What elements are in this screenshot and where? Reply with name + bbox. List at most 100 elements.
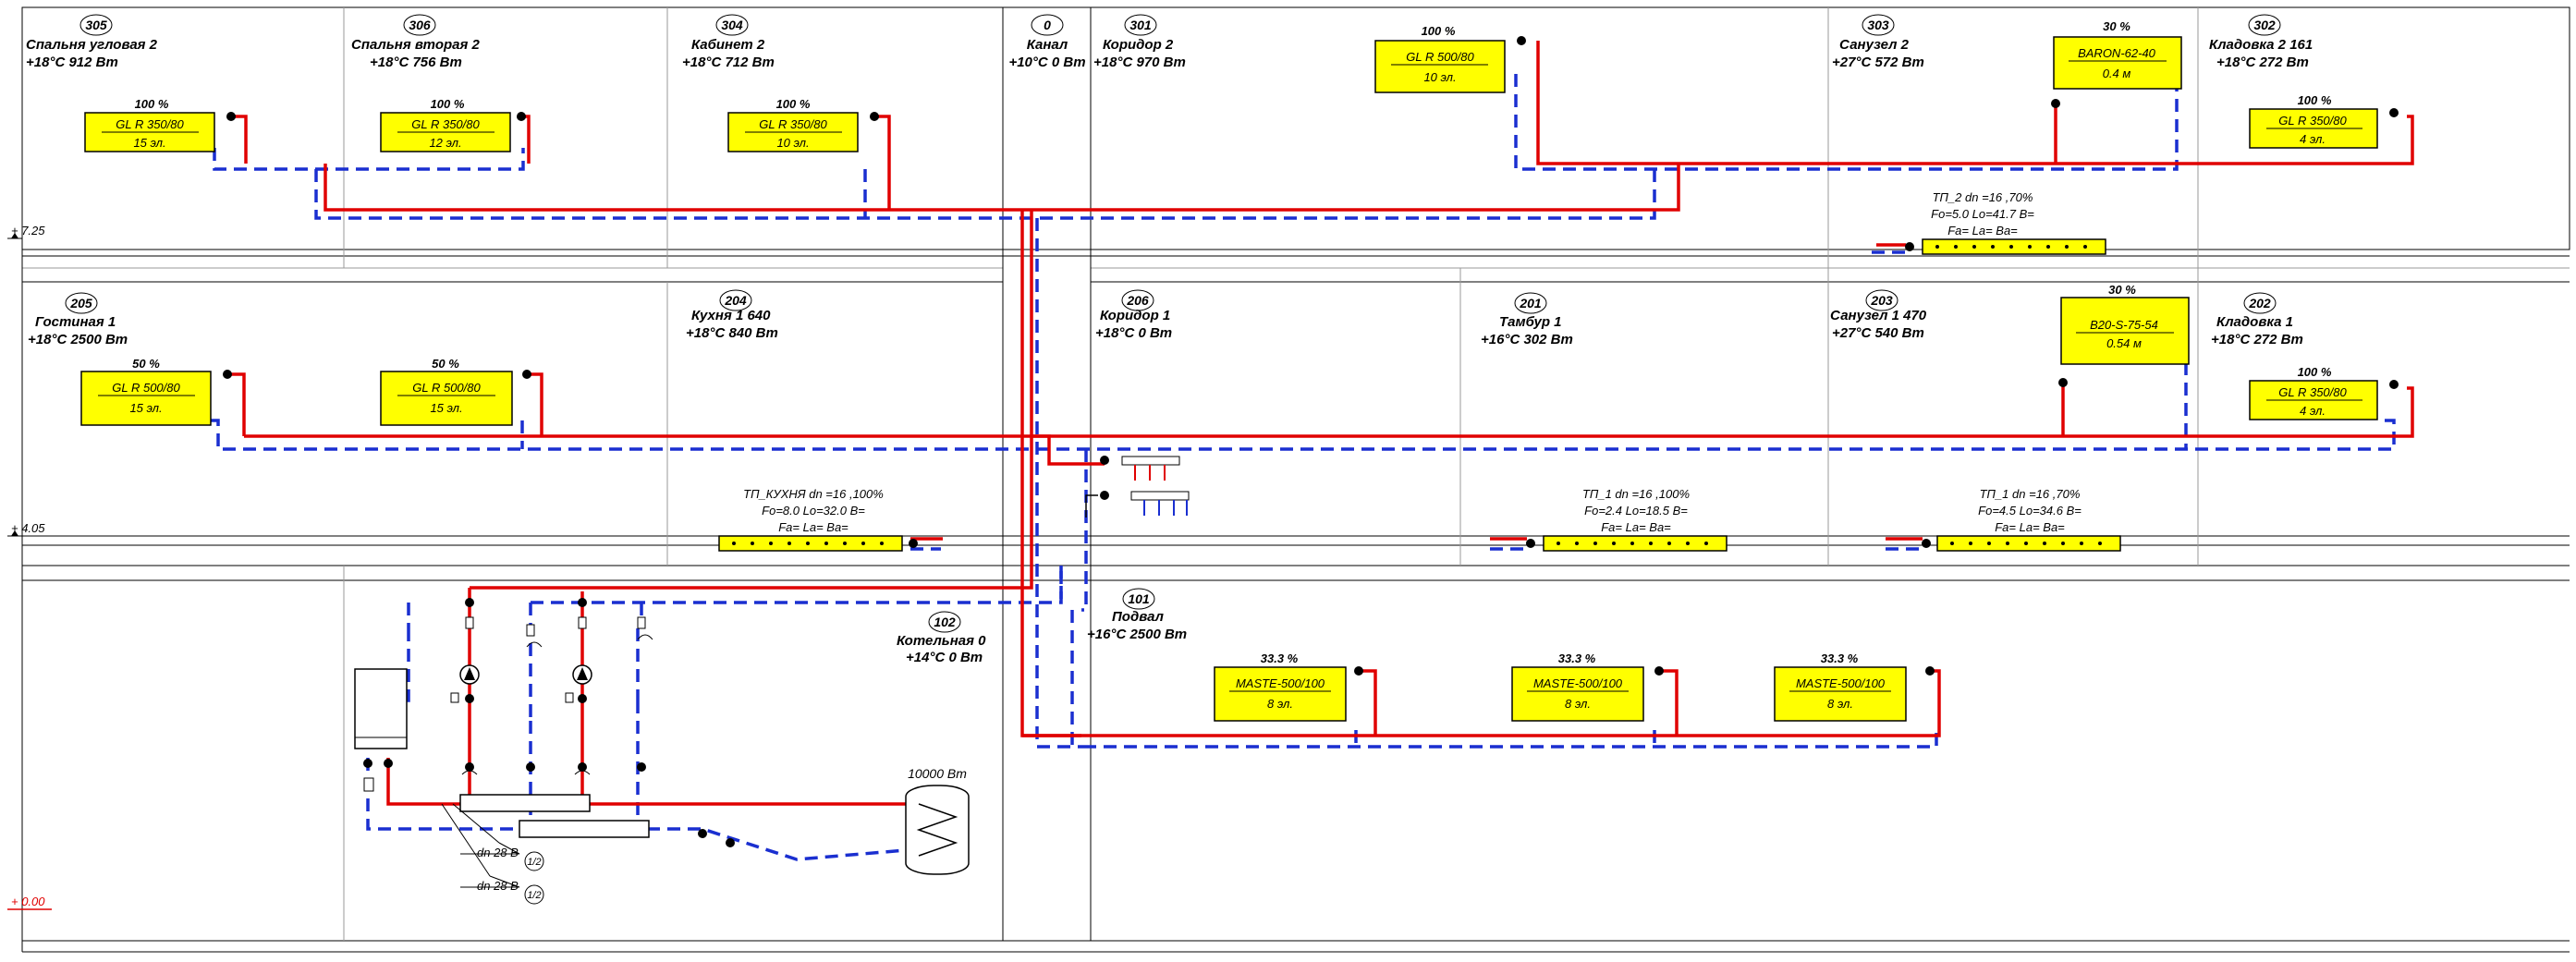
radiator-sections: 8 эл. [1565,697,1591,711]
room-name: Котельная 0 [897,633,986,649]
radiator-power-percent: 30 % [2103,19,2130,33]
return-piping [211,74,2396,861]
room-label-302: 302 Кладовка 2 161 +18°C 272 Вт [2209,14,2313,70]
room-number: 101 [1128,591,1150,606]
room-name: Спальня угловая 2 [26,37,158,53]
room-info: +18°C 0 Вт [1095,325,1172,341]
radiator[interactable]: 100 % GL R 350/80 12 эл. [380,97,526,152]
radiator[interactable]: 50 % GL R 500/80 15 эл. [380,357,531,426]
radiator[interactable]: 100 % GL R 350/80 4 эл. [2249,93,2399,149]
radiator-model: GL R 500/80 [112,381,180,395]
radiator-power-percent: 50 % [132,357,160,371]
boiler-room: 10000 Вт dn 28 В 1/2 dn 28 В 1/2 [354,598,970,905]
loop-params: Fo=2.4 Lo=18.5 B= [1584,504,1688,518]
radiator[interactable]: 30 % B20-S-75-54 0.54 м [2058,283,2190,387]
loop-spec: ТП_1 dn =16 ,100% [1582,487,1690,501]
radiator[interactable]: 33.3 % MASTE-500/100 8 эл. [1214,651,1363,722]
room-name: Кладовка 1 [2216,314,2293,330]
level-mark: + 7.25 [7,224,45,239]
radiator-power-percent: 100 % [776,97,811,111]
pipe-tag-icon [524,851,544,871]
water-heater-tank[interactable] [905,785,970,875]
room-name: Гостиная 1 [35,314,116,330]
pump-icon[interactable] [459,664,480,685]
level-mark: + 4.05 [7,521,45,537]
radiator-model: GL R 350/80 [2278,114,2347,128]
valve-icon [1517,36,1526,45]
room-info: +14°C 0 Вт [906,650,983,665]
underfloor-loop[interactable]: ТП_КУХНЯ dn =16 ,100% Fo=8.0 Lo=32.0 B= … [718,487,918,552]
radiator-model: B20-S-75-54 [2090,318,2158,332]
room-name: Канал [1027,37,1068,53]
valve-icon [2389,380,2399,389]
radiator-sections: 0.54 м [2106,336,2142,350]
room-label-304: 304 Кабинет 2 +18°C 712 Вт [682,14,775,70]
radiator-sections: 0.4 м [2103,67,2131,80]
valve-icon [522,370,531,379]
room-name: Санузел 2 [1839,37,1910,53]
underfloor-loop[interactable]: ТП_1 dn =16 ,70% Fo=4.5 Lo=34.6 B= Fa= L… [1922,487,2121,552]
room-name: Коридор 1 [1100,308,1170,323]
hydraulic-header[interactable] [519,820,650,838]
level-mark: + 0.00 [7,895,52,910]
loop-actual: Fa= La= Ba= [1947,224,2018,237]
valve-icon [870,112,879,121]
radiator-power-percent: 100 % [2298,365,2332,379]
underfloor-loop[interactable]: ТП_1 dn =16 ,100% Fo=2.4 Lo=18.5 B= Fa= … [1526,487,1728,552]
pump-icon[interactable] [572,664,592,685]
loop-params: Fo=5.0 Lo=41.7 B= [1931,207,2034,221]
radiator[interactable]: 30 % BARON-62-40 0.4 м [2051,19,2182,108]
room-number: 205 [69,296,92,311]
room-label-201: 201 Тамбур 1 +16°C 302 Вт [1481,292,1573,347]
valve-icon [1354,666,1363,676]
radiator[interactable]: 100 % GL R 500/80 10 эл. [1374,24,1526,93]
room-name: Подвал [1112,609,1165,625]
valve-icon [2051,99,2060,108]
boiler-icon[interactable] [354,668,408,749]
room-info: +18°C 272 Вт [2211,332,2303,347]
radiator-power-percent: 100 % [431,97,465,111]
manifold[interactable] [1085,456,1190,518]
valve-icon [517,112,526,121]
radiator[interactable]: 100 % GL R 350/80 10 эл. [727,97,879,152]
radiator-model: MASTE-500/100 [1533,676,1623,690]
room-number: 304 [721,18,743,32]
room-info: +18°C 840 Вт [686,325,778,341]
room-label-301: 301 Коридор 2 +18°C 970 Вт [1093,14,1186,70]
room-label-303: 303 Санузел 2 +27°C 572 Вт [1832,14,1924,70]
loop-spec: ТП_1 dn =16 ,70% [1980,487,2081,501]
valve-icon [1922,539,1931,548]
radiator-power-percent: 33.3 % [1558,651,1596,665]
radiator[interactable]: 100 % GL R 350/80 15 эл. [84,97,236,152]
room-number: 204 [724,293,747,308]
valve-icon [223,370,232,379]
room-label-101: 101 Подвал +16°C 2500 Вт [1087,588,1187,642]
room-name: Санузел 1 470 [1830,308,1927,323]
radiator-model: MASTE-500/100 [1236,676,1325,690]
room-label-204: 204 Кухня 1 640 +18°C 840 Вт [686,289,778,341]
room-info: +18°C 970 Вт [1093,55,1186,70]
room-label-202: 202 Кладовка 1 +18°C 272 Вт [2211,292,2303,347]
room-number: 203 [1870,293,1893,308]
tank-power: 10000 Вт [908,766,967,781]
valve-icon [1925,666,1935,676]
radiator[interactable]: 33.3 % MASTE-500/100 8 эл. [1511,651,1664,722]
radiator[interactable]: 33.3 % MASTE-500/100 8 эл. [1774,651,1935,722]
room-label-306: 306 Спальня вторая 2 +18°C 756 Вт [351,14,480,70]
radiator-model: BARON-62-40 [2078,46,2156,60]
radiator-model: GL R 500/80 [1406,50,1474,64]
radiator[interactable]: 100 % GL R 350/80 4 эл. [2249,365,2399,420]
room-info: +18°C 2500 Вт [28,332,128,347]
pipe-size: dn 28 В [477,879,519,893]
valve-icon [1905,242,1914,251]
underfloor-loop[interactable]: ТП_2 dn =16 ,70% Fo=5.0 Lo=41.7 B= Fa= L… [1905,190,2106,255]
radiator-sections: 8 эл. [1827,697,1853,711]
radiator-power-percent: 50 % [432,357,459,371]
hydraulic-header[interactable] [459,794,591,812]
radiator[interactable]: 50 % GL R 500/80 15 эл. [80,357,232,426]
room-number: 305 [85,18,107,32]
room-number: 302 [2253,18,2276,32]
radiator-model: GL R 350/80 [116,117,184,131]
room-label-203: 203 Санузел 1 470 +27°C 540 Вт [1830,289,1927,341]
level-label: + 0.00 [11,895,45,908]
